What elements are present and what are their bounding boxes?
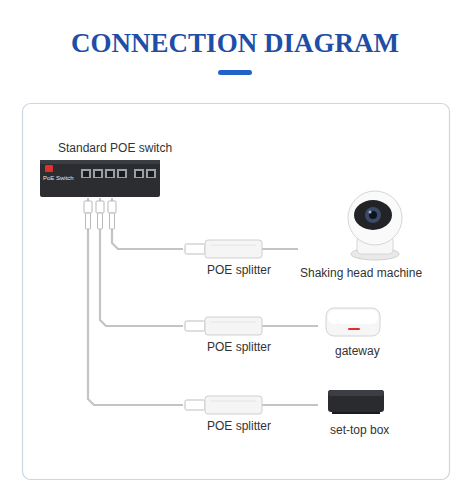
title-underline xyxy=(218,70,252,75)
rj45-plug xyxy=(96,201,104,213)
node-label: gateway xyxy=(335,345,380,359)
switch-node: Standard POE switchPoE Switch xyxy=(38,142,175,198)
network-cable xyxy=(262,248,298,250)
node-label: POE splitter xyxy=(207,264,271,278)
diagram-title: CONNECTION DIAGRAM xyxy=(0,28,470,59)
device-node: Shaking head machine xyxy=(298,188,428,284)
splitter-node: POE splitter xyxy=(183,317,274,359)
device-node: set-top box xyxy=(318,384,392,442)
rj45-plug xyxy=(108,201,116,213)
splitter-node: POE splitter xyxy=(183,240,274,282)
device-brand-text: PoE Switch xyxy=(43,175,74,182)
content-panel xyxy=(23,104,450,480)
plug-boot xyxy=(110,213,115,229)
splitter-node: POE splitter xyxy=(183,396,274,438)
node-label: POE splitter xyxy=(207,420,271,434)
node-label: Standard POE switch xyxy=(58,142,172,156)
network-cable xyxy=(262,404,318,406)
network-cable xyxy=(100,198,183,326)
network-cable xyxy=(112,198,183,249)
network-cable xyxy=(262,325,318,327)
network-cable xyxy=(88,198,183,405)
node-label: Shaking head machine xyxy=(300,267,422,281)
node-label: set-top box xyxy=(330,424,389,438)
plug-boot xyxy=(86,213,91,229)
device-node: gateway xyxy=(318,300,390,362)
plug-boot xyxy=(98,213,103,229)
node-label: POE splitter xyxy=(207,341,271,355)
rj45-plug xyxy=(84,201,92,213)
